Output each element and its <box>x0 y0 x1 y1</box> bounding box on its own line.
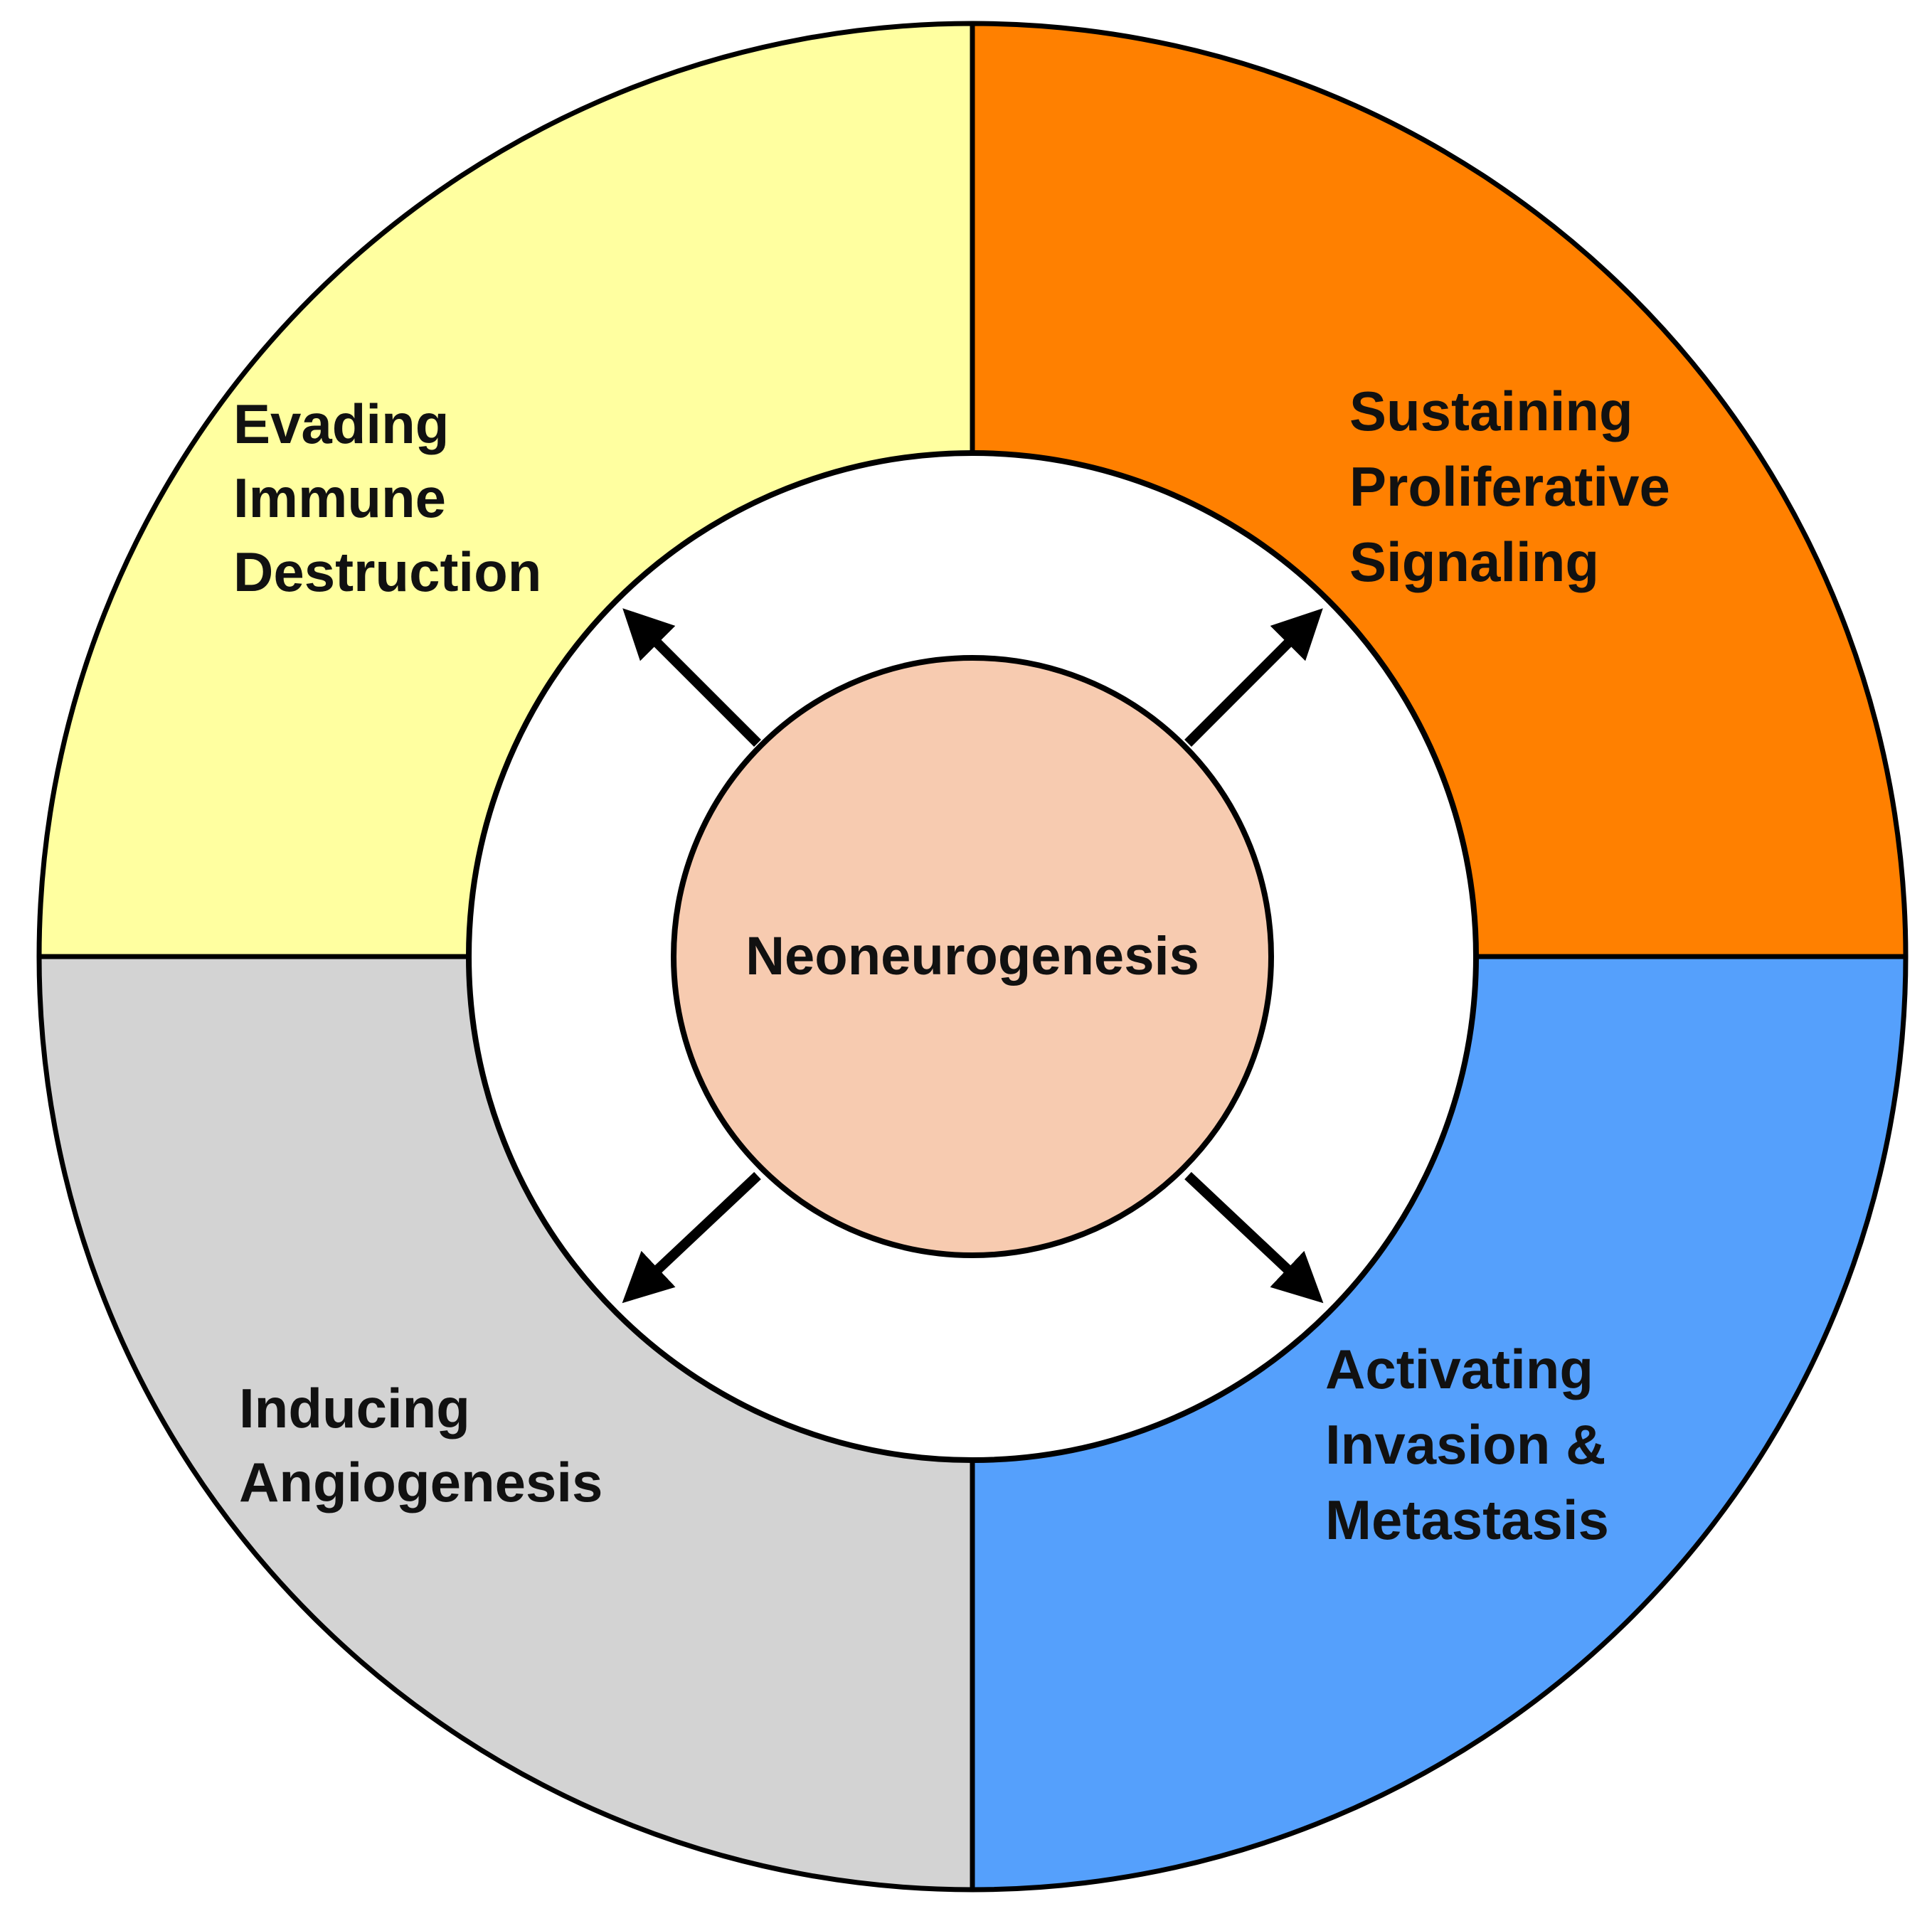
arrow-to-top-left <box>622 608 761 747</box>
quadrant-top-left-line-1: Evading <box>233 393 449 455</box>
quadrant-bottom-left-line-2: Angiogenesis <box>239 1451 603 1513</box>
quadrant-top-left-label: Evading Immune Destruction <box>233 393 541 603</box>
quadrant-bottom-right-line-3: Metastasis <box>1325 1489 1609 1551</box>
quadrant-top-right-line-2: Proliferative <box>1349 455 1670 518</box>
quadrant-bottom-left-line-1: Inducing <box>239 1377 470 1439</box>
quadrant-bottom-left-label: Inducing Angiogenesis <box>239 1377 603 1513</box>
quadrant-top-right-line-1: Sustaining <box>1349 380 1633 442</box>
quadrant-bottom-right-line-1: Activating <box>1325 1338 1593 1400</box>
quadrant-top-right-label: Sustaining Proliferative Signaling <box>1349 380 1686 593</box>
arrow-to-top-right <box>1184 608 1323 747</box>
quadrant-top-left-line-3: Destruction <box>233 541 541 603</box>
quadrant-bottom-right-line-2: Invasion & <box>1325 1413 1605 1476</box>
quadrant-bottom-right-label: Activating Invasion & Metastasis <box>1325 1338 1621 1551</box>
quadrant-top-left-line-2: Immune <box>233 467 446 529</box>
arrow-to-bottom-right <box>1184 1171 1324 1304</box>
center-label: Neoneurogenesis <box>745 926 1199 986</box>
arrow-to-bottom-left <box>622 1171 761 1304</box>
center-circle <box>671 655 1274 1258</box>
quadrant-top-right-line-3: Signaling <box>1349 531 1599 593</box>
